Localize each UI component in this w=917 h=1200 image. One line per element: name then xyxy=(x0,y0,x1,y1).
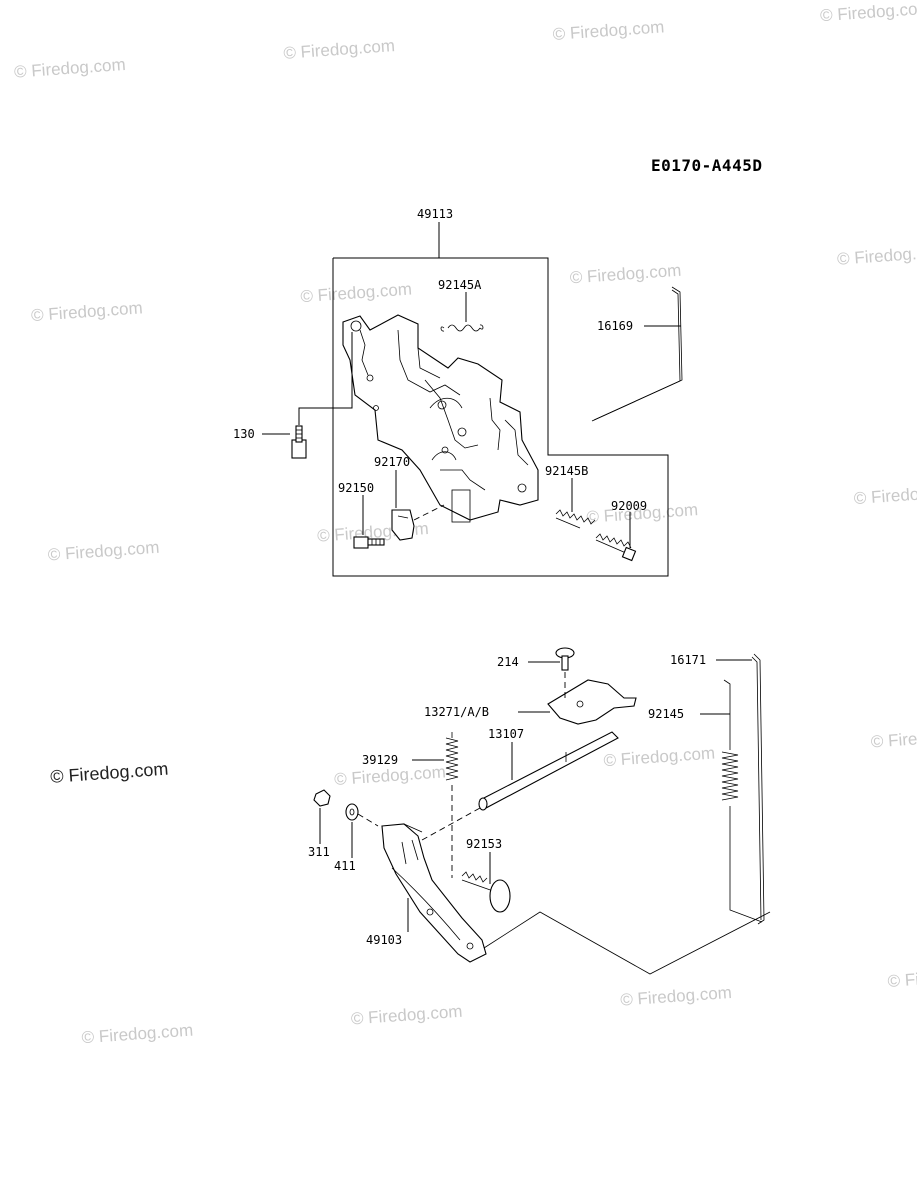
watermark: © Firedog.com xyxy=(870,725,917,752)
part-label-92170: 92170 xyxy=(374,455,410,469)
part-label-92153: 92153 xyxy=(466,837,502,851)
rod-16171 xyxy=(751,653,765,925)
watermark: © Firedog.com xyxy=(30,298,143,325)
watermark: © Firedog.com xyxy=(283,36,396,63)
part-label-92009: 92009 xyxy=(611,499,647,513)
watermark: © Firedog.com xyxy=(603,743,716,770)
watermark: © Firedog.com xyxy=(819,0,917,25)
lower-assembly: 214 13271/A/B 13107 39129 311 xyxy=(308,647,771,975)
screw-92009 xyxy=(595,533,637,562)
washer-411 xyxy=(345,803,359,821)
part-label-13271: 13271/A/B xyxy=(424,705,489,719)
spring-92145a xyxy=(440,324,484,332)
part-label-411: 411 xyxy=(334,859,356,873)
screw-92150 xyxy=(353,536,385,549)
lever-49103 xyxy=(381,823,487,963)
control-plate xyxy=(342,314,539,523)
watermark: © Firedog.com xyxy=(552,17,665,44)
bracket-13271 xyxy=(547,679,637,725)
part-label-130: 130 xyxy=(233,427,255,441)
watermark: © Firedog.com xyxy=(13,55,126,82)
pin-92153 xyxy=(461,871,511,913)
spring-92145 xyxy=(721,679,763,923)
diagram-code: E0170-A445D xyxy=(651,156,762,175)
nut-311 xyxy=(313,789,331,807)
watermark: © Firedog.com xyxy=(350,1002,463,1029)
upper-assembly: 49113 92145A xyxy=(233,207,683,577)
spring-92145b xyxy=(555,509,596,529)
part-label-16171: 16171 xyxy=(670,653,706,667)
part-label-49113: 49113 xyxy=(417,207,453,221)
part-label-39129: 39129 xyxy=(362,753,398,767)
watermark: © Firedog.com xyxy=(887,964,917,991)
bolt-130 xyxy=(291,425,307,459)
part-label-92145a: 92145A xyxy=(438,278,482,292)
part-label-311: 311 xyxy=(308,845,330,859)
part-label-49103: 49103 xyxy=(366,933,402,947)
part-label-214: 214 xyxy=(497,655,519,669)
part-label-13107: 13107 xyxy=(488,727,524,741)
spring-39129 xyxy=(445,732,459,781)
watermark: © Firedog.com xyxy=(836,242,917,269)
clip-92170 xyxy=(391,509,415,541)
watermark: © Firedog.com xyxy=(81,1021,194,1048)
shaft-13107 xyxy=(478,731,619,811)
watermark: © Firedog.com xyxy=(47,538,160,565)
part-label-92145: 92145 xyxy=(648,707,684,721)
watermark-prominent: © Firedog.com xyxy=(50,759,169,787)
rod-16169 xyxy=(591,286,683,422)
watermarks: © Firedog.com © Firedog.com © Firedog.co… xyxy=(13,0,917,1047)
part-label-92150: 92150 xyxy=(338,481,374,495)
part-label-92145b: 92145B xyxy=(545,464,588,478)
screw-214 xyxy=(555,647,575,671)
watermark: © Firedog.com xyxy=(853,481,917,508)
watermark: © Firedog.com xyxy=(620,983,733,1010)
part-label-16169: 16169 xyxy=(597,319,633,333)
watermark: © Firedog.com xyxy=(300,279,413,306)
watermark: © Firedog.com xyxy=(569,261,682,288)
